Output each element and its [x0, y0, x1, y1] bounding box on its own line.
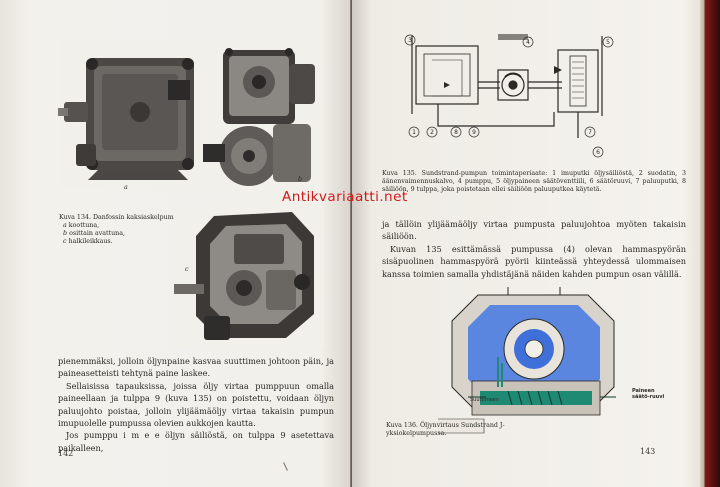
right-body-text: ja tällöin ylijäämäöljy virtaa pumpusta …: [382, 218, 686, 280]
caption-134-title: Kuva 134. Danfossin kaksiaskelpumppu:: [59, 214, 188, 221]
diagram-label-7: 7: [588, 129, 592, 136]
diagram-label-2: 2: [430, 129, 434, 136]
diagram-label-5: 5: [606, 39, 610, 46]
left-body-text: pienemmäksi, jolloin öljynpaine kasvaa s…: [58, 355, 334, 454]
pump-photo-assembled-icon: [58, 40, 208, 190]
left-paragraph-3: Jos pumppu i m e e öljyn säiliöstä, on t…: [58, 430, 334, 453]
left-page: a b Kuva 134. Danfossin kaksiaskelpumppu…: [0, 0, 352, 487]
caption-134-item-b: b osittain avattuna,: [63, 230, 125, 237]
diagram-label-4: 4: [526, 39, 530, 46]
caption-134-item-a: a koottuna,: [63, 222, 100, 229]
caption-136: Kuva 136. Öljynvirtaus Sundstrand J-yksi…: [386, 422, 505, 437]
watermark-text: Antikvariaatti.net: [282, 189, 408, 205]
caption-134: Kuva 134. Danfossin kaksiaskelpumppu: a …: [59, 214, 209, 246]
photo-label-b: b: [298, 176, 303, 183]
page-number-right: 143: [640, 447, 656, 456]
caption-134-item-c: c halkileikkaus.: [63, 238, 113, 245]
fig136-label-pressure: Paineen säätö-ruuvi: [632, 388, 665, 400]
left-paragraph-2: Sellaisissa tapauksissa, joissa öljy vir…: [58, 380, 334, 429]
cross-section-diagram-icon: Suuttimeen: [438, 287, 616, 434]
pump-photo-cutaway-icon: [174, 206, 324, 348]
caption-135: Kuva 135. Sundstrand-pumpun toimintaperi…: [382, 170, 686, 193]
right-page: 3 1 2 4 5 6 7 8 9 Kuva 135. Sundstrand-p…: [352, 0, 702, 487]
left-paragraph-1: pienemmäksi, jolloin öljynpaine kasvaa s…: [58, 356, 334, 379]
page-number-left: 142: [58, 449, 74, 458]
book-cover-edge: [700, 0, 720, 487]
diagram-label-9: 9: [472, 129, 476, 136]
diagram-label-3: 3: [408, 37, 412, 44]
diagram-label-1: 1: [412, 129, 416, 136]
right-paragraph-1: ja tällöin ylijäämäöljy virtaa pumpusta …: [382, 219, 686, 242]
fig136-label-nozzle: Suuttimeen: [470, 397, 499, 403]
photo-label-a: a: [124, 184, 128, 191]
diagram-label-8: 8: [454, 129, 458, 136]
schematic-diagram-icon: 3 1 2 4 5 6 7 8 9: [404, 34, 614, 158]
pump-photo-opened-icon: [203, 44, 323, 190]
diagram-label-6: 6: [596, 149, 600, 156]
photo-label-c: c: [185, 266, 189, 273]
pencil-mark: [283, 462, 288, 471]
right-paragraph-2: Kuvan 135 esittämässä pumpussa (4) oleva…: [382, 243, 686, 279]
